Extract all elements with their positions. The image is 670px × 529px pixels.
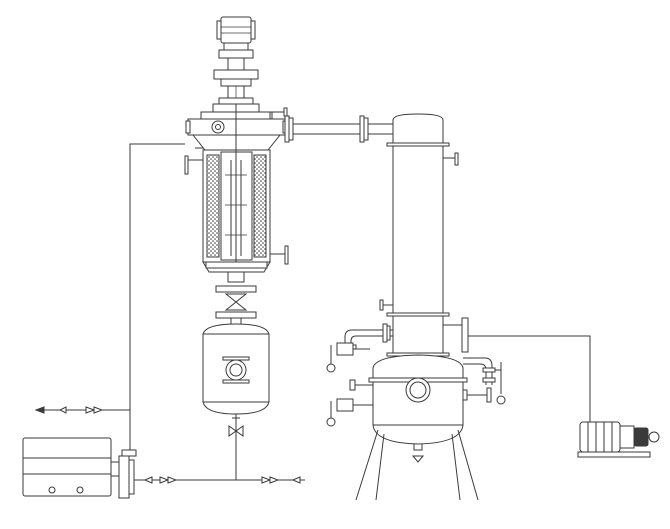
agitator-motor <box>217 17 255 58</box>
feed-line <box>36 144 305 483</box>
feed-pump <box>23 438 136 498</box>
vacuum-pump <box>468 336 659 457</box>
gear-reducer <box>213 58 259 112</box>
vapor-pipe <box>285 116 393 142</box>
receiver-tank <box>327 318 505 500</box>
residue-receiver <box>203 286 269 480</box>
condenser-column <box>340 114 458 356</box>
short-path-evaporator <box>185 104 288 282</box>
